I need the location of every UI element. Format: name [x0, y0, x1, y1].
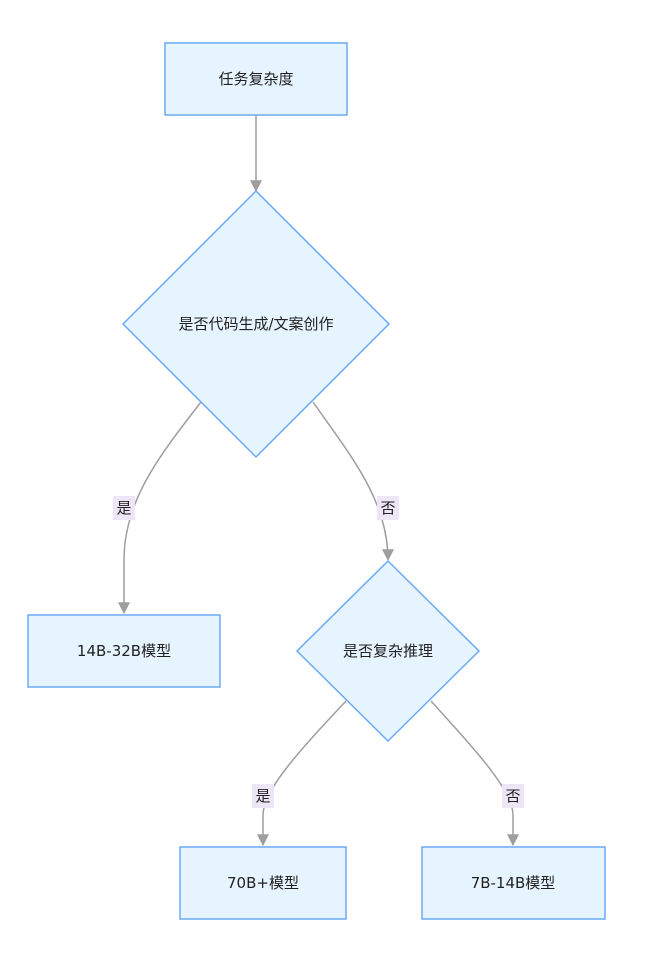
- edge-reasoning-no: [430, 700, 519, 847]
- edge-reasoning-yes: [257, 700, 347, 847]
- edge-label-codegen-no: 否: [377, 496, 399, 520]
- node-model-70b-plus-label: 70B+模型: [227, 874, 299, 892]
- edge-label-reasoning-yes: 是: [252, 784, 274, 808]
- node-model-7b-14b-label: 7B-14B模型: [471, 874, 556, 892]
- node-model-70b-plus: 70B+模型: [179, 846, 347, 920]
- edge-label-reasoning-no-text: 否: [505, 787, 520, 805]
- node-model-7b-14b: 7B-14B模型: [421, 846, 606, 920]
- node-is-codegen-label: 是否代码生成/文案创作: [178, 315, 333, 333]
- node-task-complexity-label: 任务复杂度: [218, 70, 293, 88]
- edge-label-reasoning-yes-text: 是: [255, 787, 270, 805]
- edge-codegen-yes: [118, 401, 202, 615]
- node-is-complex-reasoning-label: 是否复杂推理: [343, 642, 433, 660]
- node-model-14b-32b: 14B-32B模型: [27, 614, 221, 688]
- edge-codegen-no: [312, 401, 394, 562]
- node-is-codegen: 是否代码生成/文案创作: [121, 189, 391, 459]
- edge-label-codegen-yes-text: 是: [116, 499, 131, 517]
- node-model-14b-32b-label: 14B-32B模型: [77, 642, 171, 660]
- edge-label-reasoning-no: 否: [502, 784, 524, 808]
- edge-label-codegen-yes: 是: [113, 496, 135, 520]
- edge-label-codegen-no-text: 否: [380, 499, 395, 517]
- node-is-complex-reasoning: 是否复杂推理: [295, 559, 481, 743]
- node-task-complexity: 任务复杂度: [164, 42, 348, 116]
